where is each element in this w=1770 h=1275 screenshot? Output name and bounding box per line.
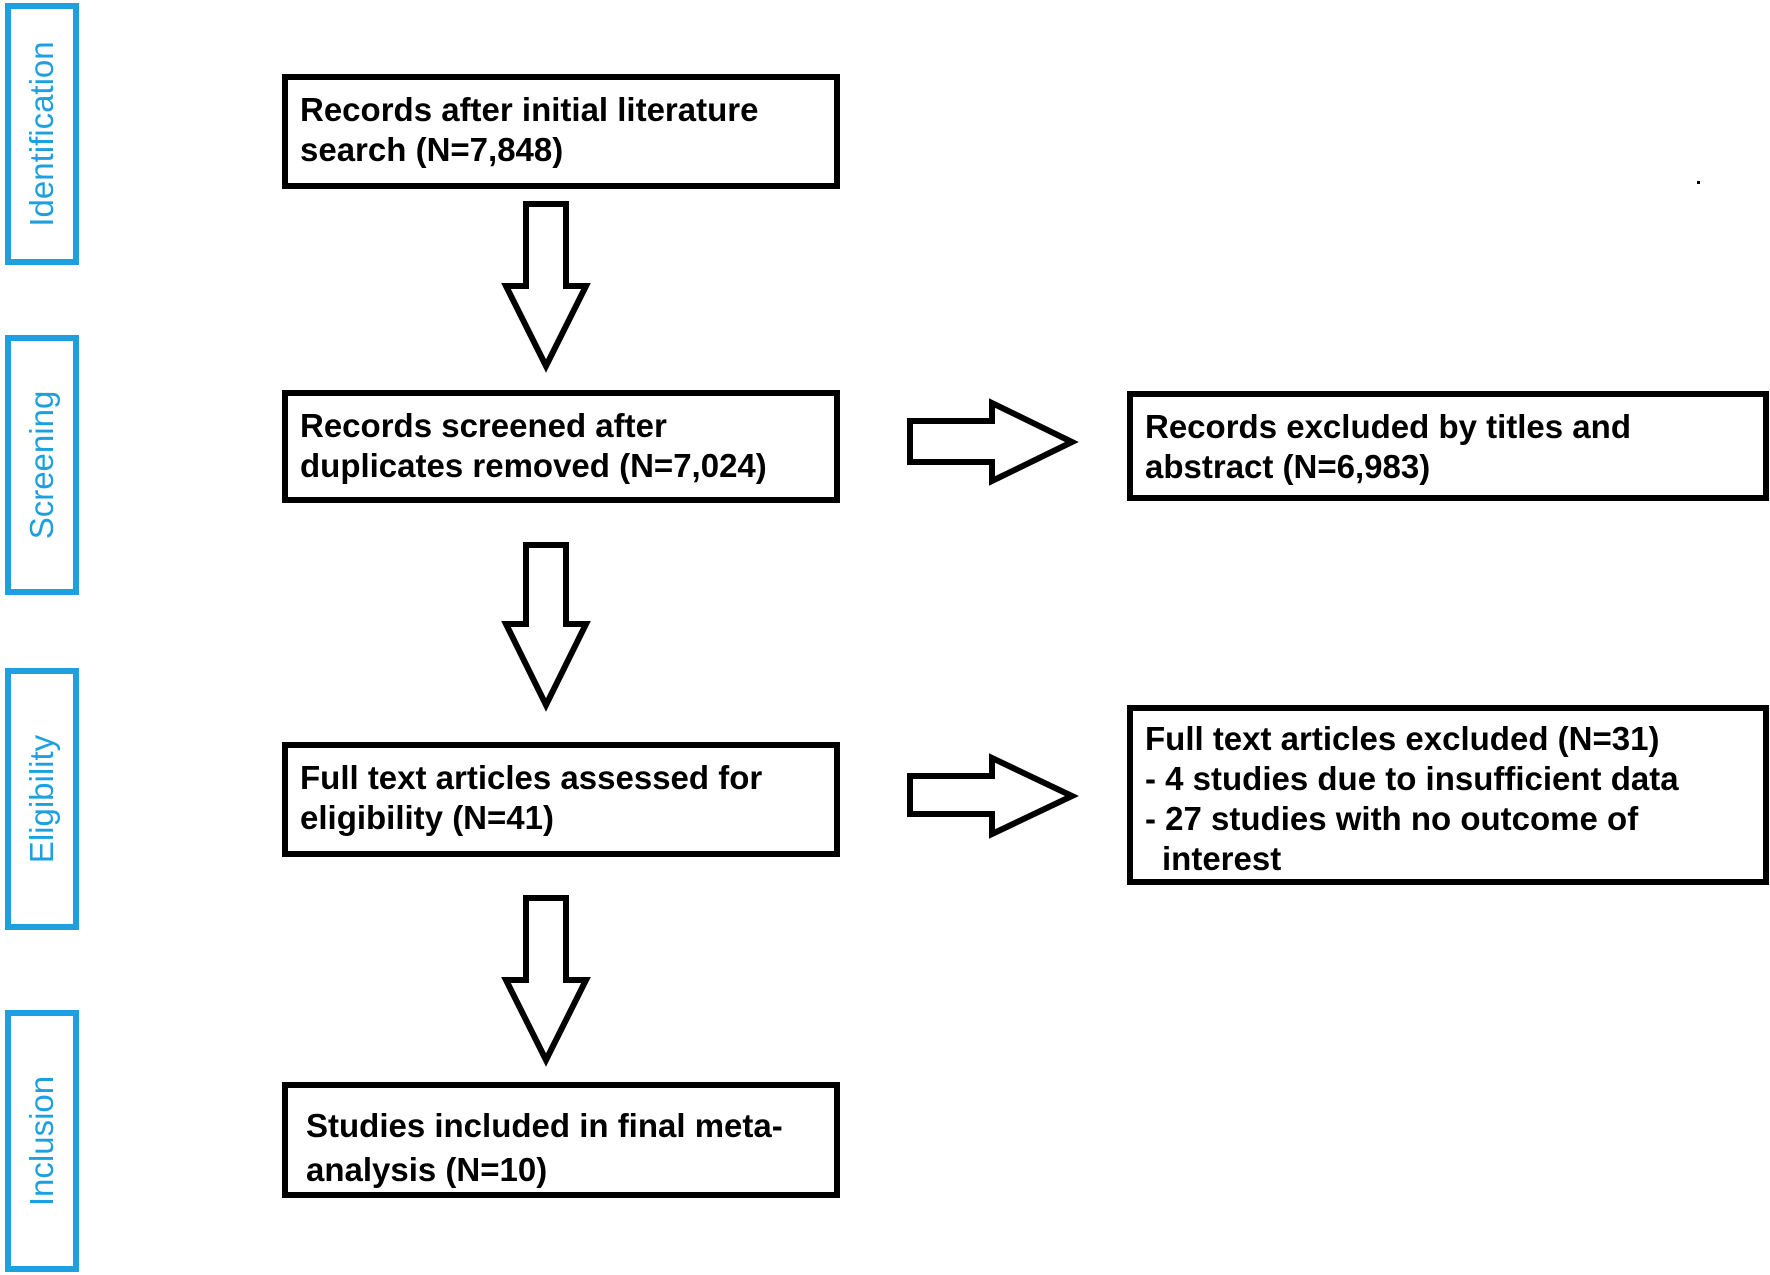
box-records-screened: Records screened after duplicates remove… (282, 390, 840, 503)
box-line: duplicates removed (N=7,024) (300, 447, 767, 484)
arrow-down-1 (501, 201, 591, 373)
box-line: Full text articles assessed for (300, 759, 763, 796)
box-studies-included: Studies included in final meta- analysis… (282, 1082, 840, 1198)
phase-screening: Screening (5, 335, 79, 595)
arrow-down-3 (501, 895, 591, 1067)
box-line: eligibility (N=41) (300, 799, 554, 836)
box-line: interest (1162, 840, 1282, 877)
box-full-text-excluded: Full text articles excluded (N=31) - 4 s… (1127, 705, 1769, 885)
box-line: search (N=7,848) (300, 131, 564, 168)
box-line: - 4 studies due to insufficient data (1145, 760, 1679, 797)
box-full-text-assessed: Full text articles assessed for eligibil… (282, 742, 840, 857)
box-line: analysis (N=10) (306, 1151, 548, 1188)
box-line: - 27 studies with no outcome of (1145, 800, 1639, 837)
box-line: Records after initial literature (300, 91, 759, 128)
phase-eligibility: Eligibility (5, 668, 79, 930)
box-records-excluded-titles: Records excluded by titles and abstract … (1127, 391, 1769, 501)
arrow-down-2 (501, 542, 591, 712)
phase-identification: Identification (5, 3, 79, 265)
arrow-right-1 (907, 398, 1079, 486)
stray-dot (1697, 181, 1700, 184)
phase-inclusion: Inclusion (5, 1010, 79, 1272)
box-line: Records screened after (300, 407, 667, 444)
box-line: Full text articles excluded (N=31) (1145, 720, 1660, 757)
box-line: Studies included in final meta- (306, 1107, 783, 1144)
arrow-right-2 (907, 753, 1079, 839)
box-line: abstract (N=6,983) (1145, 448, 1431, 485)
box-records-identified: Records after initial literature search … (282, 74, 840, 189)
box-line: Records excluded by titles and (1145, 408, 1631, 445)
